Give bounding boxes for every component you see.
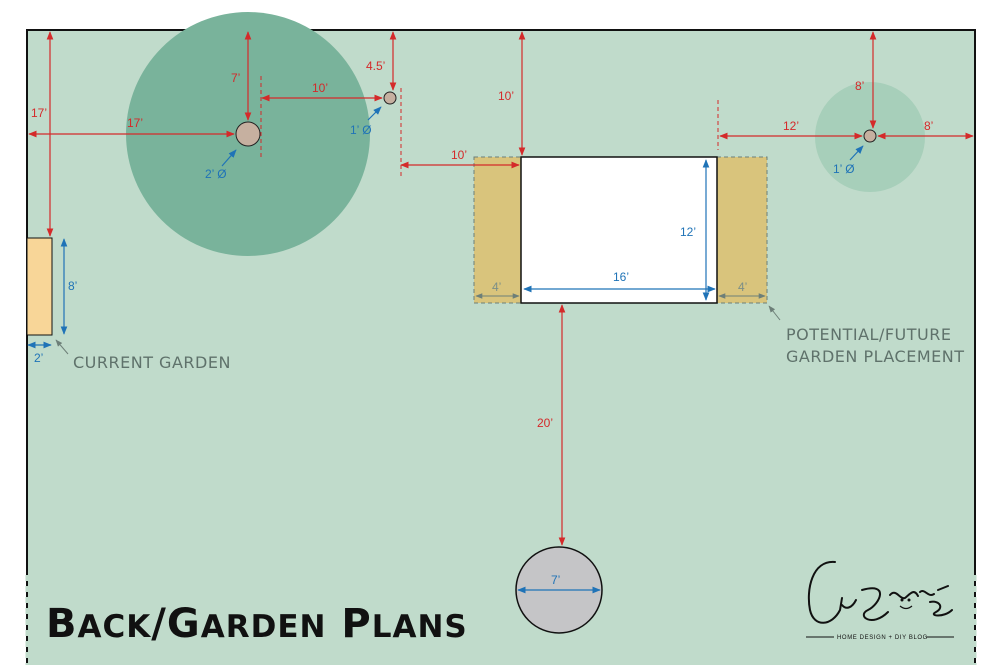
page-title: BACK/GARDEN PLANS: [46, 601, 468, 647]
pointer-righttree-trunk: [849, 145, 864, 161]
dim-label-right-bed: 4’: [738, 280, 747, 294]
left-garden-bed: [473, 156, 523, 304]
yard-outline: [26, 29, 976, 665]
current-garden-label: CURRENT GARDEN: [73, 353, 231, 372]
dim-label-current-garden-height: 8’: [68, 279, 77, 293]
dim-label-10-trees: 10’: [312, 81, 328, 95]
potential-garden-label-line1: POTENTIAL/FUTURE: [786, 325, 951, 344]
pointer-smalltree-trunk: [367, 106, 382, 121]
logo-signature: [807, 560, 953, 624]
dim-label-circle: 7’: [551, 573, 560, 587]
logo-dot-1: [900, 598, 904, 602]
pointer-bigtree-trunk: [221, 149, 237, 167]
dim-label-7: 7’: [231, 71, 240, 85]
house: [520, 156, 718, 304]
right-tree-trunk: [863, 129, 877, 143]
logo-smile: [899, 605, 913, 610]
small-tree-trunk: [383, 91, 397, 105]
dim-label-10-top: 10’: [498, 89, 514, 103]
dim-label-8-top: 8’: [855, 79, 864, 93]
dim-label-17-vertical: 17’: [31, 106, 47, 120]
dim-label-1-dia-right: 1’ Ø: [833, 162, 855, 176]
logo-dot-2: [907, 598, 911, 602]
logo-tagline: HOME DESIGN + DIY BLOG: [837, 635, 928, 641]
pointer-potential-garden: [768, 305, 781, 321]
dim-label-17-horizontal: 17’: [127, 116, 143, 130]
dim-label-current-garden-width: 2’: [34, 351, 43, 365]
brand-logo: HOME DESIGN + DIY BLOG: [806, 560, 954, 641]
dim-label-2-dia: 2’ Ø: [205, 167, 227, 181]
big-tree-trunk: [235, 121, 261, 147]
dim-label-20: 20’: [537, 416, 553, 430]
current-garden: [26, 237, 53, 336]
dim-label-house-width: 16’: [613, 270, 629, 284]
dim-label-12: 12’: [783, 119, 799, 133]
dim-label-10-left: 10’: [451, 148, 467, 162]
dim-label-8-right: 8’: [924, 119, 933, 133]
right-garden-bed: [716, 156, 768, 304]
dim-label-left-bed: 4’: [492, 280, 501, 294]
dim-label-1-dia-small: 1’ Ø: [350, 123, 372, 137]
potential-garden-label-line2: GARDEN PLACEMENT: [786, 347, 964, 366]
pointer-current-garden: [55, 339, 69, 355]
dim-label-4-5: 4.5’: [366, 59, 385, 73]
dim-label-house-height: 12’: [680, 225, 696, 239]
